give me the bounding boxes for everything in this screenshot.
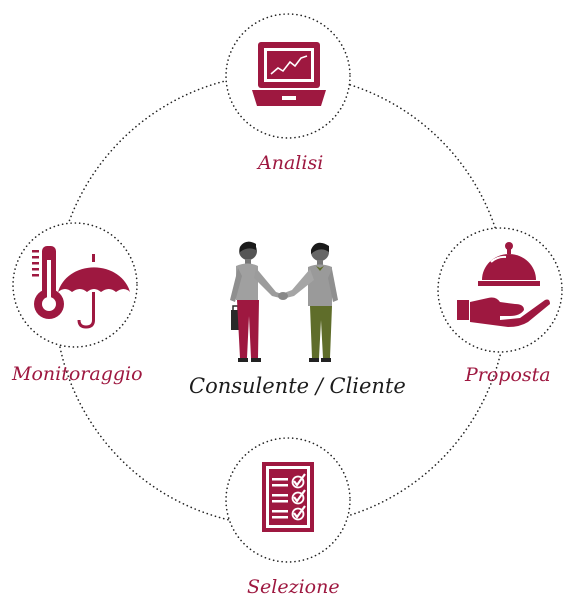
laptop-chart-icon — [252, 42, 326, 106]
thermometer-umbrella-icon — [32, 246, 130, 329]
node-label-proposta: Proposta — [465, 364, 551, 386]
center-label: Consulente / Cliente — [189, 374, 406, 398]
checklist-icon — [262, 462, 314, 532]
node-label-analisi: Analisi — [258, 152, 324, 174]
node-label-selezione: Selezione — [247, 576, 340, 598]
node-circle-proposta — [437, 227, 563, 353]
serving-cloche-hand-icon — [457, 242, 550, 327]
node-label-monitoraggio: Monitoraggio — [12, 363, 143, 385]
handshake-people-icon — [230, 241, 338, 362]
